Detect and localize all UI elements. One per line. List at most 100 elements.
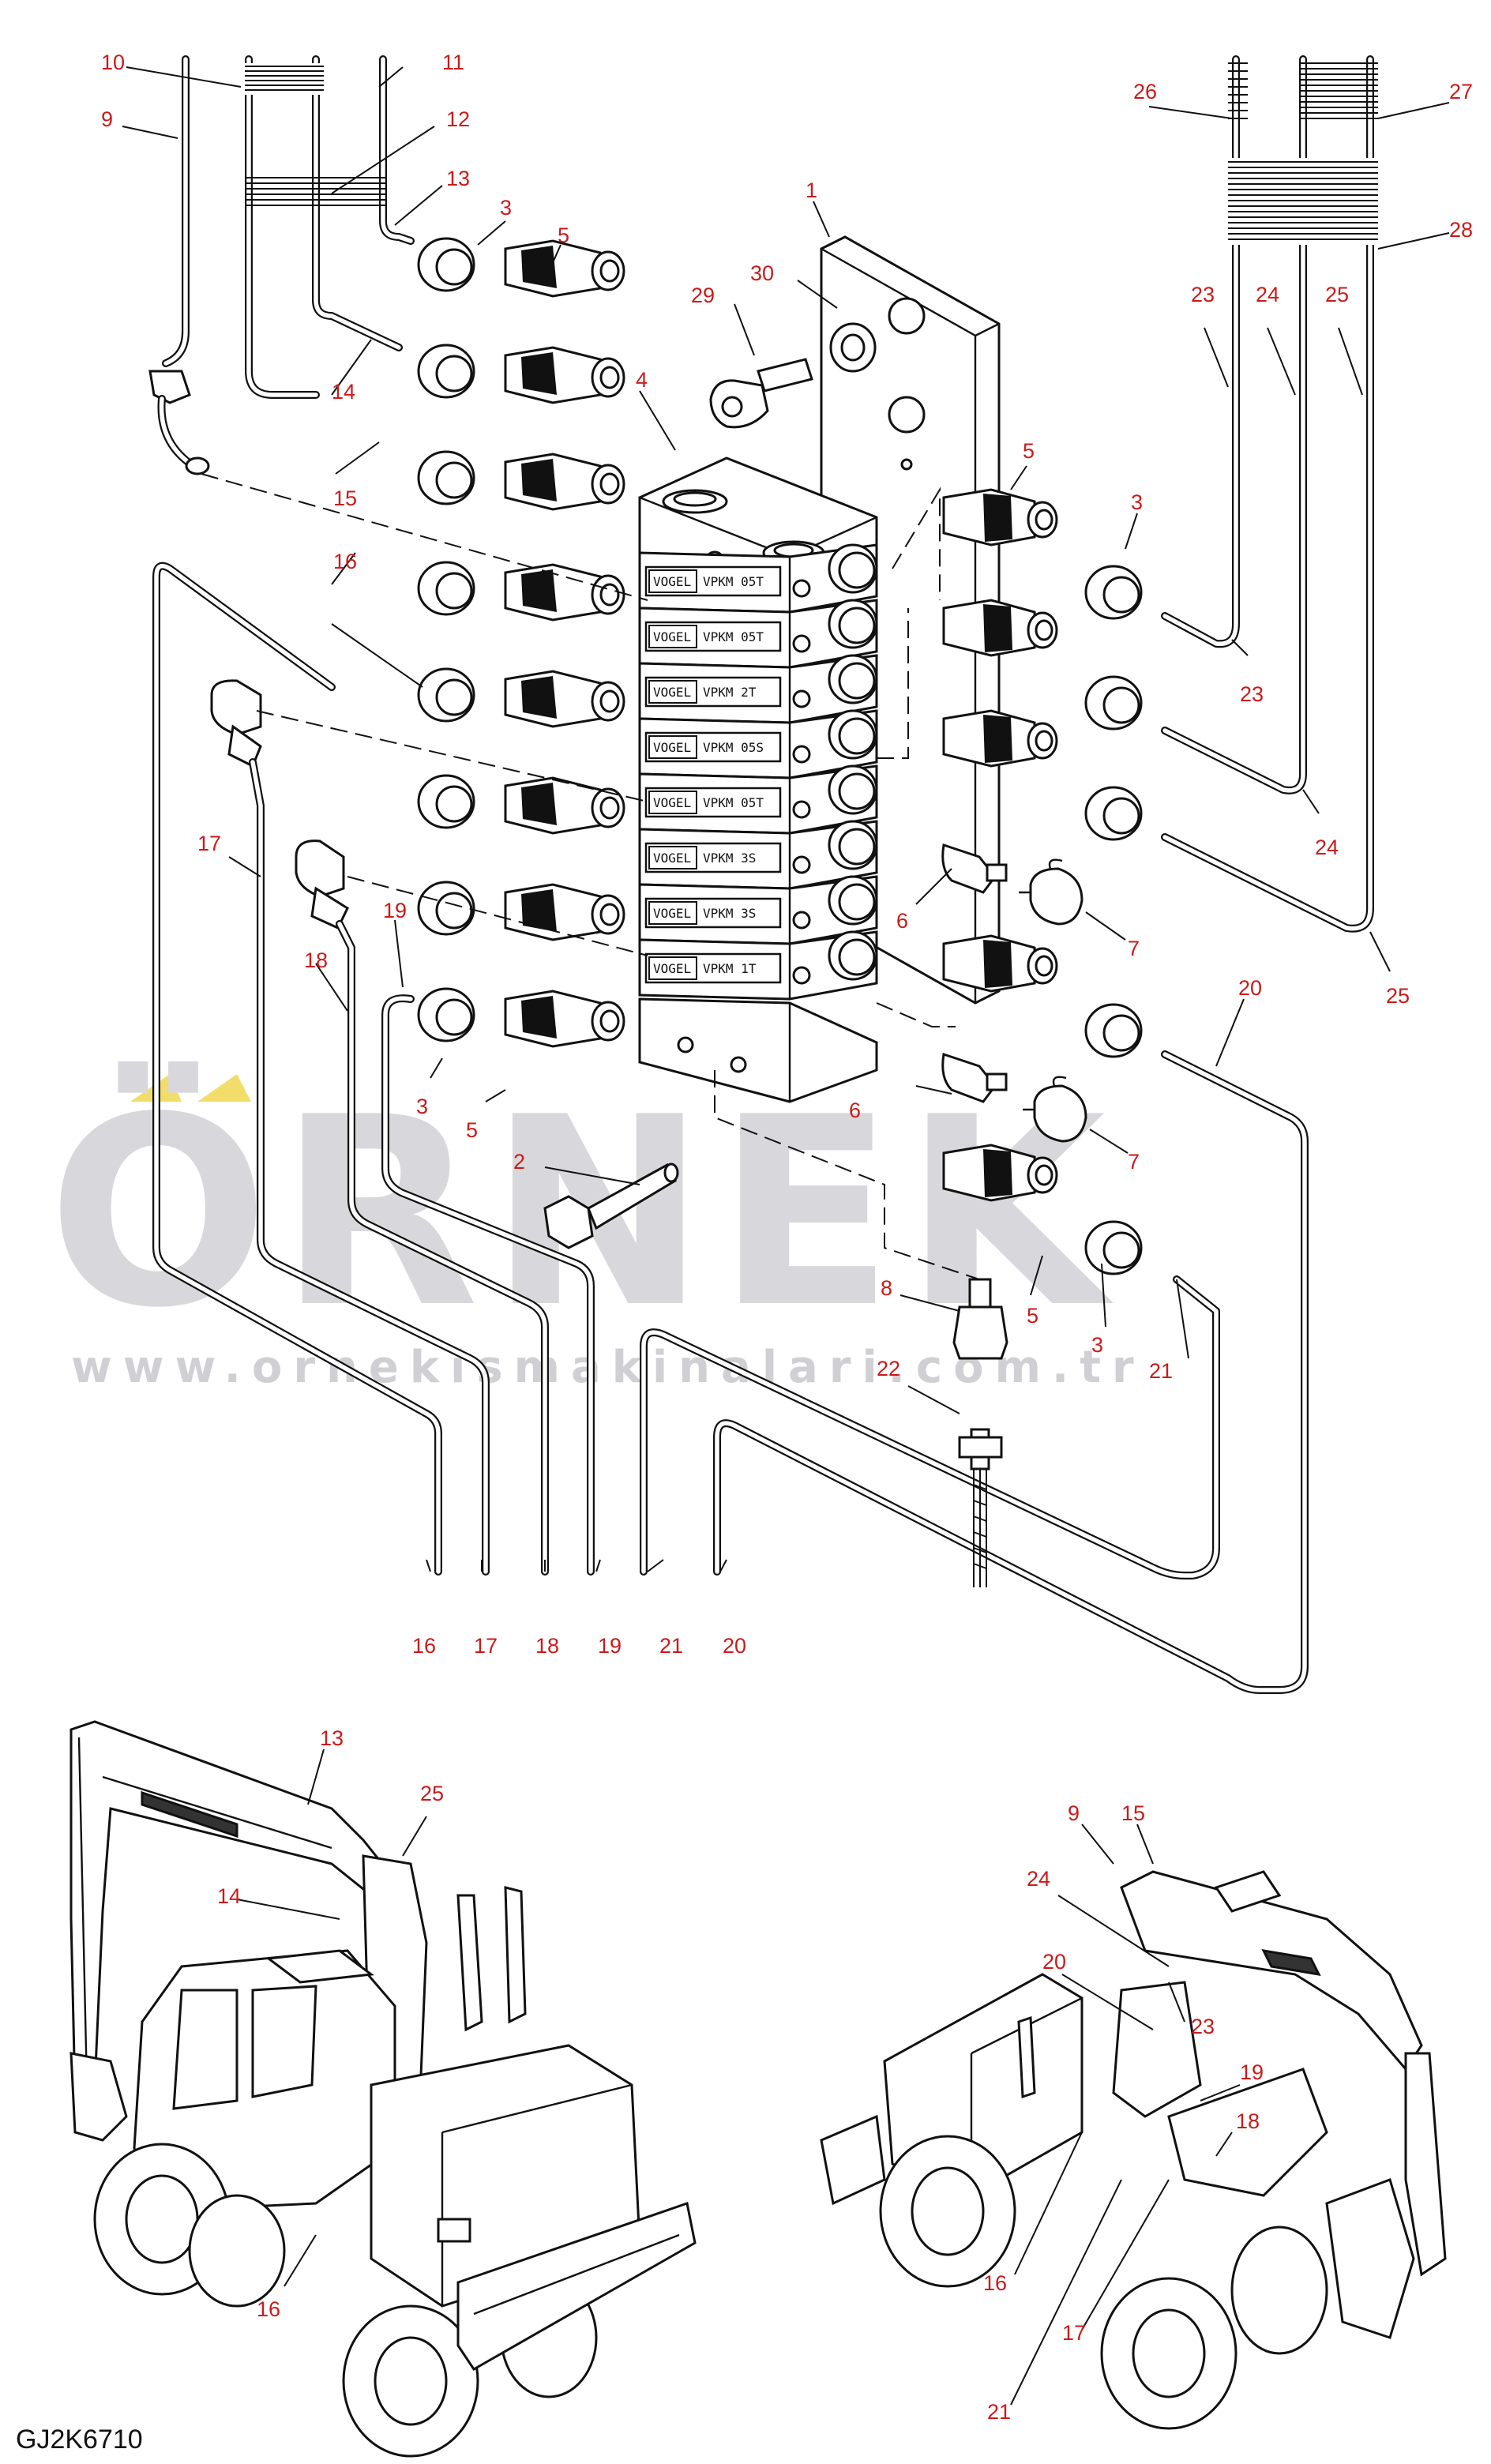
machine-right-callout-17: 17 — [1062, 2321, 1086, 2345]
callout-12: 12 — [446, 107, 470, 131]
right-ring — [1084, 786, 1143, 841]
fitting-pair — [417, 667, 625, 728]
machine-right-callout-20: 20 — [1042, 1950, 1066, 1974]
machine-right-callout-9: 9 — [1068, 1801, 1080, 1825]
fitting-pair — [417, 450, 625, 511]
vogel-label: VOGEL — [653, 629, 691, 644]
callout-16b: 16 — [412, 1634, 436, 1658]
machine-left-callout-13: 13 — [320, 1726, 344, 1750]
callout-25b: 25 — [1386, 984, 1410, 1008]
callout-5d: 5 — [1027, 1304, 1038, 1328]
fitting-pair — [417, 987, 625, 1048]
fitting-pair — [417, 774, 625, 835]
machine-left-callout-25: 25 — [420, 1782, 444, 1805]
callout-16: 16 — [333, 550, 357, 573]
callout-3a: 3 — [500, 196, 512, 220]
distributor-section: VOGEL VPKM 05S — [638, 709, 878, 779]
callout-24b: 24 — [1315, 836, 1339, 859]
callout-3b: 3 — [416, 1095, 428, 1118]
distributor-section: VOGEL VPKM 05T — [638, 543, 878, 614]
distributor-section-label: VPKM 3S — [703, 906, 756, 921]
callout-29: 29 — [691, 284, 715, 307]
callout-22: 22 — [877, 1357, 900, 1380]
distributor-section-label: VPKM 2T — [703, 685, 757, 700]
callout-6b: 6 — [849, 1099, 861, 1122]
distributor-section-label: VPKM 05T — [703, 629, 764, 644]
callout-2: 2 — [513, 1150, 525, 1174]
machine-view-right — [820, 1870, 1447, 2430]
callout-10: 10 — [101, 51, 125, 74]
fitting-pair — [417, 237, 625, 298]
machine-right-callout-19: 19 — [1240, 2060, 1264, 2084]
right-ring — [1084, 675, 1143, 731]
fitting-pair — [417, 344, 625, 404]
callout-5a: 5 — [558, 223, 569, 247]
right-ring — [1084, 565, 1143, 620]
alignment-lines — [201, 473, 980, 1280]
right-connector — [942, 709, 1058, 768]
callout-25: 25 — [1325, 283, 1349, 306]
machine-left-callout-14: 14 — [217, 1884, 241, 1908]
distributor-section: VOGEL VPKM 05T — [638, 599, 878, 669]
tube-lines-left — [148, 55, 1309, 1694]
distributor-section-label: VPKM 05S — [703, 740, 764, 755]
right-fittings — [942, 488, 1143, 1275]
tube-bundle-27 — [1228, 62, 1378, 245]
callout-7b: 7 — [1128, 1150, 1140, 1174]
callout-1: 1 — [806, 178, 817, 202]
callout-18b: 18 — [535, 1634, 559, 1658]
callout-28: 28 — [1449, 218, 1473, 242]
machine-right-callout-23: 23 — [1191, 2015, 1215, 2038]
screw-and-washer — [709, 322, 877, 429]
vogel-label: VOGEL — [653, 795, 691, 810]
callout-17b: 17 — [474, 1634, 498, 1658]
callout-23: 23 — [1191, 283, 1215, 306]
callout-numbers: 10 9 11 12 13 3 5 1 29 30 4 14 15 16 17 … — [101, 51, 1473, 2424]
vogel-label: VOGEL — [653, 906, 691, 921]
callout-11: 11 — [442, 51, 464, 74]
distributor-section-label: VPKM 1T — [703, 961, 757, 976]
distributor-section-label: VPKM 3S — [703, 851, 756, 866]
callout-21: 21 — [1149, 1359, 1173, 1383]
callout-5c: 5 — [1023, 439, 1035, 463]
vogel-label: VOGEL — [653, 961, 691, 976]
tube-lines-right — [1161, 55, 1378, 933]
callout-21b: 21 — [659, 1634, 683, 1658]
callout-26: 26 — [1133, 80, 1157, 103]
right-ring — [1084, 1003, 1143, 1058]
distributor-section: VOGEL VPKM 1T — [638, 930, 878, 1001]
vogel-label: VOGEL — [653, 851, 691, 866]
callout-24: 24 — [1256, 283, 1279, 306]
right-connector — [942, 934, 1058, 993]
right-connector — [942, 488, 1058, 547]
right-connector — [942, 599, 1058, 657]
callout-27: 27 — [1449, 80, 1473, 103]
figure-id: GJ2K6710 — [16, 2425, 143, 2455]
tube-bundle-10 — [245, 63, 387, 206]
grease-hose — [958, 1428, 1003, 1587]
callout-19: 19 — [383, 899, 407, 922]
machine-right-callout-24: 24 — [1027, 1867, 1050, 1891]
callout-23b: 23 — [1240, 682, 1264, 706]
left-fittings — [417, 237, 625, 1048]
callout-3c: 3 — [1131, 490, 1143, 514]
callout-4: 4 — [636, 368, 648, 392]
callout-18: 18 — [304, 948, 328, 972]
machine-view-left — [69, 1720, 697, 2458]
machine-right-callout-21: 21 — [987, 2400, 1011, 2424]
machine-right-callout-16: 16 — [983, 2271, 1007, 2295]
callout-5b: 5 — [466, 1118, 478, 1142]
distributor-block: VOGEL VPKM 05T VOGEL VPKM 05T VOGEL VPKM 2T VO… — [638, 456, 878, 1103]
distributor-section: VOGEL VPKM 3S — [638, 820, 878, 890]
vogel-label: VOGEL — [653, 740, 691, 755]
callout-19b: 19 — [598, 1634, 622, 1658]
vogel-label: VOGEL — [653, 574, 691, 589]
callout-14: 14 — [332, 380, 355, 404]
distributor-section-label: VPKM 05T — [703, 574, 764, 589]
callout-3d: 3 — [1091, 1333, 1103, 1357]
callout-6a: 6 — [896, 909, 908, 933]
long-bolt — [543, 1163, 679, 1249]
callout-20: 20 — [1238, 976, 1262, 1000]
